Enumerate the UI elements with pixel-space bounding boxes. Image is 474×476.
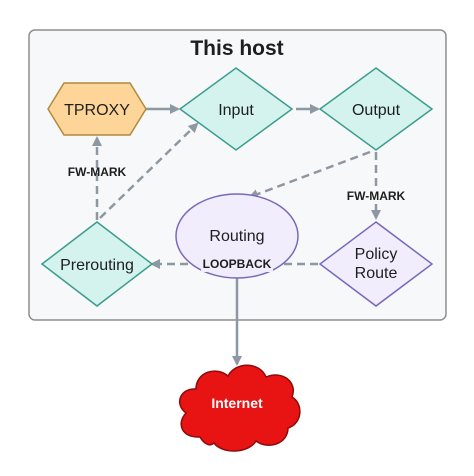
output-label: Output [352, 102, 401, 119]
output-node [318, 67, 434, 151]
fw-mark-left-label: FW-MARK [68, 165, 127, 179]
policy-route-node [318, 221, 434, 307]
fw-mark-right-label-bg [343, 187, 409, 203]
routing-label: Routing [209, 228, 264, 245]
input-label: Input [218, 102, 254, 119]
prerouting-label: Prerouting [60, 257, 134, 274]
policy-route-label-line1: Policy [355, 246, 398, 263]
policy-route-label-line2: Route [355, 265, 398, 282]
loopback-label: LOOPBACK [203, 257, 272, 271]
prerouting-node [40, 221, 154, 307]
internet-label: Internet [211, 395, 263, 411]
tproxy-label: TPROXY [64, 102, 130, 119]
input-node [178, 67, 294, 151]
loopback-label-bg [201, 256, 273, 272]
edge-output-routing [248, 150, 371, 199]
host-title: This host [190, 37, 283, 60]
internet-node [178, 364, 301, 452]
tproxy-node [47, 82, 147, 136]
fw-mark-right-label: FW-MARK [347, 189, 406, 203]
edge-prerouting-input [99, 122, 199, 219]
